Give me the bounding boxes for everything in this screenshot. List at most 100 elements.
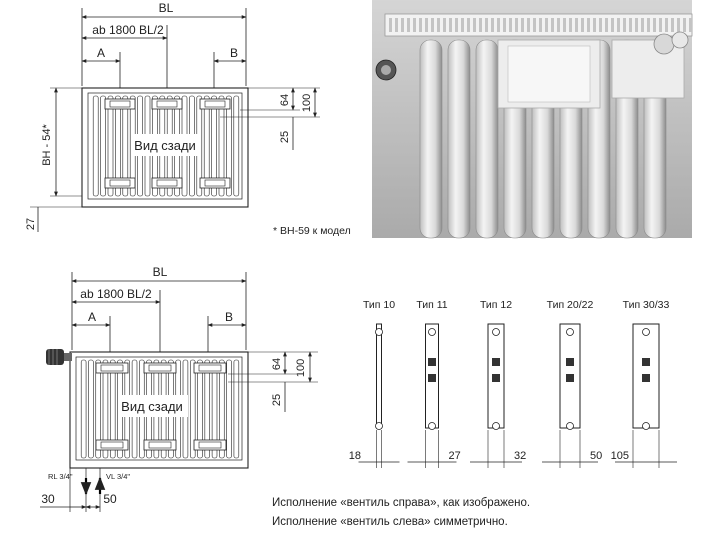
grill-slot [659,18,662,32]
top-plug-icon [492,328,500,336]
bottom-brackets [95,362,227,451]
grill-slot [677,18,680,32]
top-dim-a: A [97,46,105,60]
top-plug-icon [428,328,436,336]
bottom-radiator-drawing: BL ab 1800 BL/2 A B Вид сзади [40,265,318,512]
top-dim-27: 27 [25,218,37,230]
bracket-marker [492,374,500,382]
tube [95,359,101,459]
grill-slot [671,18,674,32]
valve-head-icon [46,349,72,365]
bottom-dim-a: A [88,310,96,324]
grill-slot [467,18,470,32]
grill-slot [587,18,590,32]
grill-slot [485,18,488,32]
grill-slot [557,18,560,32]
bottom-dim-ab1800: ab 1800 BL/2 [80,287,152,301]
grill-slot [503,18,506,32]
grill-slot [473,18,476,32]
type-dim: 27 [449,450,461,462]
top-radiator-drawing: BL ab 1800 BL/2 A B [25,1,351,237]
vl-label: VL 3/4" [106,472,130,481]
grill-slot [539,18,542,32]
type-label: Тип 20/22 [547,299,594,311]
grill-slot [611,18,614,32]
bracket-marker [566,374,574,382]
grill-slot [605,18,608,32]
radiator-photo [372,0,693,239]
type-dim: 105 [611,450,629,462]
grill-slot [407,18,410,32]
top-brackets [104,98,231,189]
top-plug-icon [375,328,383,336]
grill-slot [569,18,572,32]
type-dim: 50 [590,450,602,462]
top-dim-ab1800: ab 1800 BL/2 [92,23,164,37]
grill-slot [599,18,602,32]
bracket-marker [566,358,574,366]
radiator-column [419,39,443,239]
tube [204,359,211,459]
grill-slot [389,18,392,32]
grill-slot [623,18,626,32]
tube [109,359,116,459]
bottom-dim-100: 100 [295,359,307,377]
grill-slot [683,18,686,32]
type-dim: 32 [514,450,526,462]
type-label: Тип 10 [363,299,395,311]
tube [226,95,232,197]
grill-slot [551,18,554,32]
radiator-column [447,39,471,239]
grill-slot [653,18,656,32]
tube [88,359,94,459]
type-label: Тип 12 [480,299,512,311]
grill-slot [443,18,446,32]
top-dim-100: 100 [301,94,313,112]
grill-slot [563,18,566,32]
grill-slot [689,18,692,32]
type-label: Тип 11 [416,299,447,311]
grill-slot [515,18,518,32]
tube [226,359,232,459]
grill-slot [629,18,632,32]
caption-valve-left: Исполнение «вентиль слева» симметрично. [272,516,508,528]
type-profile-body [376,323,382,429]
tube [80,359,87,459]
grill-slot [617,18,620,32]
top-dim-25: 25 [279,131,291,143]
tube [102,359,109,459]
tube [211,359,218,459]
caption-valve-right: Исполнение «вентиль справа», как изображ… [272,497,531,509]
tube [218,95,225,197]
grill-slot [413,18,416,32]
bottom-dim-bl: BL [153,265,168,279]
bottom-plug-icon [492,422,500,430]
bracket-marker [492,358,500,366]
tube [233,95,240,197]
tube [197,359,203,459]
bottom-plug-icon [642,422,650,430]
tube [115,95,121,197]
top-dim-bh: BH - 54* [41,123,53,165]
radiator-column [475,39,499,239]
type-label: Тип 30/33 [623,299,670,311]
grill-slot [665,18,668,32]
bottom-dim-50: 50 [103,492,117,506]
bottom-dim-25: 25 [271,394,283,406]
bottom-dim-b: B [225,310,233,324]
grill-slot [641,18,644,32]
grill-slot [455,18,458,32]
bottom-dim-64: 64 [271,358,283,370]
grill-slot [509,18,512,32]
tube [211,95,217,197]
bottom-plug-icon [428,422,436,430]
grill-slot [521,18,524,32]
tube [100,95,106,197]
grill-slot [581,18,584,32]
tube [92,95,99,197]
grill-slot [419,18,422,32]
bottom-back-view-label: Вид сзади [121,399,183,414]
grill-slot [401,18,404,32]
